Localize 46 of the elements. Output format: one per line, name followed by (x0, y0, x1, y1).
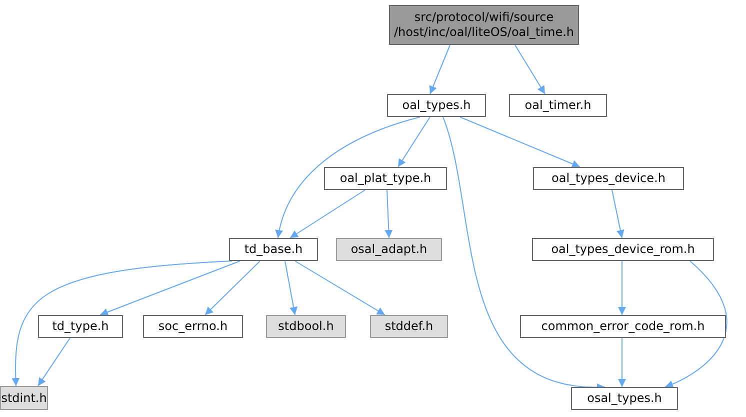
arrow (612, 190, 624, 238)
arrow (290, 190, 366, 238)
arrow (276, 116, 420, 238)
file-name: oal_types.h (402, 98, 471, 113)
file-box (520, 315, 726, 338)
arrow (384, 190, 393, 238)
file-name: stdbool.h (278, 319, 334, 334)
file-name: oal_plat_type.h (340, 171, 432, 186)
file-box (532, 238, 714, 261)
file-name: osal_adapt.h (350, 242, 428, 257)
arrow (100, 260, 240, 316)
arrow (618, 260, 626, 316)
arrow (12, 260, 232, 386)
arrow (429, 44, 450, 94)
arrow (284, 260, 298, 316)
file-box (387, 94, 486, 117)
file-name: td_base.h (244, 242, 303, 257)
file-name: stddef.h (384, 319, 434, 334)
file-box (38, 315, 123, 338)
arrow (664, 260, 728, 388)
file-name: osal_types.h (587, 391, 662, 406)
arrow (294, 260, 386, 316)
arrow (204, 260, 260, 316)
file-box (143, 315, 243, 338)
file-box (336, 238, 442, 261)
arrow (38, 338, 70, 386)
file-box (533, 167, 684, 190)
file-name: oal_timer.h (524, 98, 592, 113)
file-name: soc_errno.h (158, 319, 228, 334)
file-box (571, 387, 678, 410)
file-box (0, 386, 48, 410)
arrow (460, 116, 580, 168)
file-name: common_error_code_rom.h (541, 319, 705, 334)
file-box (509, 94, 607, 117)
file-box (324, 167, 447, 190)
file-name: oal_types_device.h (552, 171, 666, 186)
arrow (398, 116, 430, 168)
file-name: oal_types_device_rom.h (551, 242, 695, 257)
file-name: src/protocol/wifi/source /host/inc/oal/liteOS/oal_time.h (392, 10, 576, 40)
file-name: td_type.h (52, 319, 109, 334)
file-box (266, 315, 346, 338)
file-box (370, 315, 448, 338)
arrow (514, 44, 546, 94)
file-name: stdint.h (1, 390, 47, 406)
file-box (229, 238, 318, 261)
arrow (618, 338, 626, 388)
